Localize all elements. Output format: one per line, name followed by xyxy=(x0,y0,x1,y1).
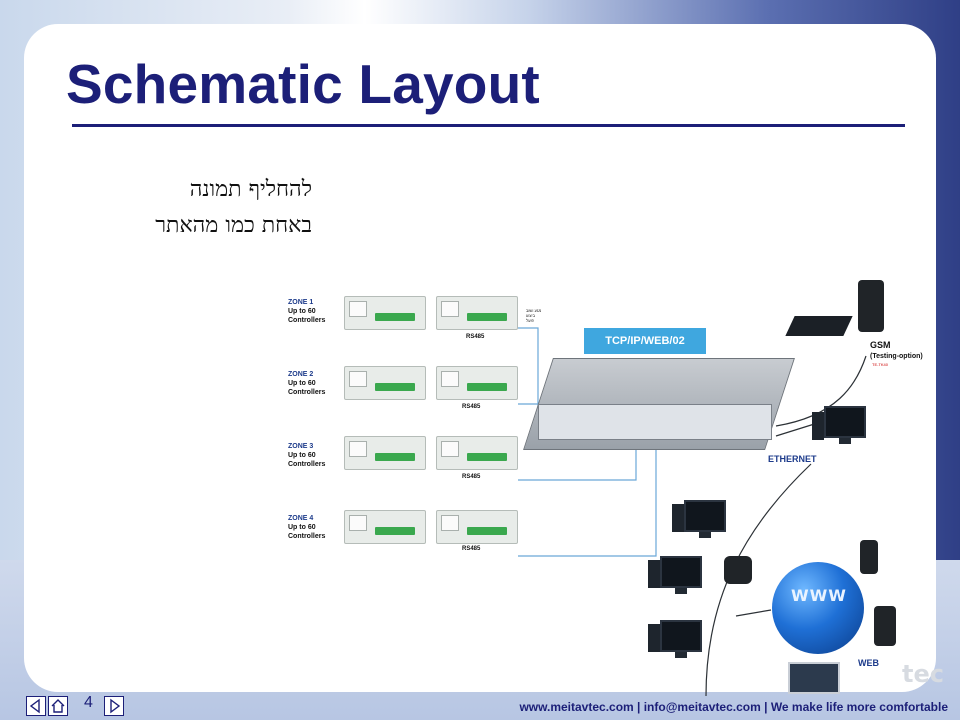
controller-box xyxy=(436,296,518,330)
controller-box xyxy=(344,436,426,470)
monitor-icon xyxy=(684,500,726,538)
pc-tower-icon xyxy=(672,504,684,532)
zone-3-label: ZONE 3 Up to 60 Controllers xyxy=(288,443,326,468)
title-divider xyxy=(72,124,905,127)
laptop-icon xyxy=(788,662,840,694)
brand-logo-text: tec xyxy=(902,660,944,688)
zone-4-label: ZONE 4 Up to 60 Controllers xyxy=(288,515,326,540)
controller-box xyxy=(344,296,426,330)
home-icon[interactable] xyxy=(48,696,68,716)
page-title: Schematic Layout xyxy=(66,53,540,115)
tcp-ip-badge: TCP/IP/WEB/02 xyxy=(584,328,706,354)
router-icon xyxy=(785,316,853,336)
rs485-label: RS485 xyxy=(462,404,481,410)
controller-box xyxy=(344,366,426,400)
zone-2-label: ZONE 2 Up to 60 Controllers xyxy=(288,371,326,396)
hebrew-line-1: להחליף תמונה xyxy=(189,177,312,202)
zone-1-label: ZONE 1 Up to 60 Controllers xyxy=(288,299,326,324)
controller-box xyxy=(436,436,518,470)
pc-tower-icon xyxy=(648,560,660,588)
schematic-diagram: ZONE 1 Up to 60 Controllers RS485 מגע וש… xyxy=(276,276,960,696)
next-arrow-icon[interactable] xyxy=(104,696,124,716)
ethernet-label: ETHERNET xyxy=(768,454,817,464)
www-label: WWW xyxy=(791,586,847,605)
prev-arrow-icon[interactable] xyxy=(26,696,46,716)
rs485-label: RS485 xyxy=(462,546,481,552)
tablet-icon xyxy=(874,606,896,646)
web-label: WEB xyxy=(858,658,879,668)
pc-tower-icon xyxy=(648,624,660,652)
modem-icon xyxy=(724,556,752,584)
controller-box xyxy=(344,510,426,544)
footer-links[interactable]: www.meitavtec.com | info@meitavtec.com |… xyxy=(519,700,948,714)
monitor-icon xyxy=(660,620,702,658)
monitor-icon xyxy=(824,406,866,444)
controller-box xyxy=(436,366,518,400)
globe-icon xyxy=(772,562,864,654)
controller-box xyxy=(436,510,518,544)
phone-icon xyxy=(860,540,878,574)
rs485-label: RS485 xyxy=(462,474,481,480)
monitor-icon xyxy=(660,556,702,594)
gsm-label: GSM(Testing-option) xyxy=(870,340,923,360)
phone-icon xyxy=(858,280,884,332)
page-number: 4 xyxy=(84,694,93,711)
hebrew-line-2: באחת כמו מהאתר xyxy=(155,213,312,238)
pc-tower-icon xyxy=(812,412,824,440)
rs485-label: RS485 xyxy=(466,334,485,340)
device-code: TE-TK40 xyxy=(872,362,889,367)
industrial-pc-ports xyxy=(538,404,772,440)
